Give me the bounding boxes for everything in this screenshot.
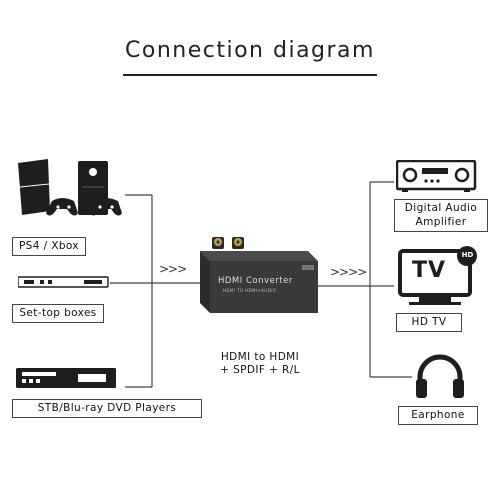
converter-caption-line2: + SPDIF + R/L bbox=[220, 364, 300, 376]
input-label-ps4-xbox: PS4 / Xbox bbox=[12, 237, 86, 256]
headphones-icon bbox=[416, 354, 464, 398]
converter-caption-line1: HDMI to HDMI bbox=[220, 351, 300, 363]
hdmi-converter-icon bbox=[200, 237, 318, 313]
title-underline bbox=[123, 74, 377, 76]
hd-tv-icon bbox=[398, 246, 477, 305]
diagram-title: Connection diagram bbox=[125, 38, 375, 63]
amplifier-icon bbox=[396, 160, 477, 192]
converter-face-title: HDMI Converter bbox=[218, 276, 293, 286]
left-arrows: >>> bbox=[159, 262, 187, 276]
game-console-icon bbox=[18, 159, 122, 216]
converter-caption: HDMI to HDMI + SPDIF + R/L bbox=[196, 351, 324, 377]
output-label-hd-tv: HD TV bbox=[396, 313, 462, 332]
converter-face-subtitle: HDMI TO HDMI+AUDIO bbox=[223, 288, 277, 293]
input-label-set-top-boxes: Set-top boxes bbox=[12, 304, 104, 323]
output-label-earphone: Earphone bbox=[398, 406, 478, 425]
input-label-dvd-players: STB/Blu-ray DVD Players bbox=[12, 399, 202, 418]
dvd-player-icon bbox=[16, 368, 116, 388]
output-label-amplifier-line2: Amplifier bbox=[415, 216, 467, 228]
hd-badge: HD bbox=[461, 251, 474, 259]
output-label-amplifier: Digital Audio Amplifier bbox=[394, 199, 488, 232]
right-arrows: >>>> bbox=[330, 265, 367, 279]
tv-screen-text: TV bbox=[412, 258, 447, 283]
set-top-box-icon bbox=[18, 276, 109, 288]
output-label-amplifier-line1: Digital Audio bbox=[404, 202, 478, 214]
